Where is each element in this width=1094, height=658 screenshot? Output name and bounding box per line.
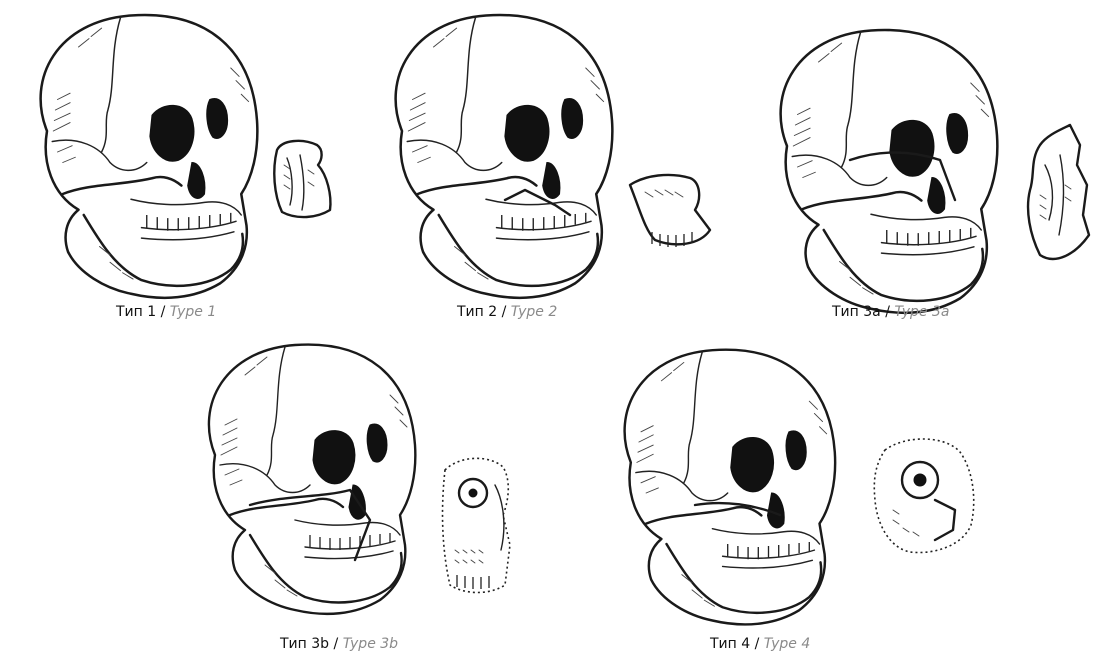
caption-separator: / — [156, 304, 170, 320]
caption-en: Type 1 — [170, 304, 216, 320]
caption-ru: Тип 3b — [280, 636, 329, 652]
skull-illustration-type-1 — [0, 0, 360, 300]
skull-illustration-type-3a — [740, 0, 1094, 300]
caption-ru: Тип 4 — [710, 636, 750, 652]
skull-illustration-type-3b — [170, 330, 580, 630]
skull-illustration-type-4 — [585, 330, 1005, 630]
panel-type-4: Тип 4 / Type 4 — [585, 330, 1005, 658]
caption-ru: Тип 3a — [832, 304, 881, 320]
caption-separator: / — [881, 304, 895, 320]
caption-en: Type 3b — [343, 636, 398, 652]
caption-type-2: Тип 2 / Type 2 — [457, 304, 557, 320]
caption-ru: Тип 1 — [116, 304, 156, 320]
caption-separator: / — [329, 636, 343, 652]
caption-type-4: Тип 4 / Type 4 — [710, 636, 810, 652]
caption-separator: / — [750, 636, 764, 652]
panel-type-3b: Тип 3b / Type 3b — [170, 330, 580, 658]
caption-separator: / — [497, 304, 511, 320]
caption-en: Type 3a — [894, 304, 949, 320]
caption-en: Type 4 — [764, 636, 810, 652]
caption-type-1: Тип 1 / Type 1 — [116, 304, 216, 320]
caption-type-3b: Тип 3b / Type 3b — [280, 636, 398, 652]
caption-en: Type 2 — [511, 304, 557, 320]
caption-ru: Тип 2 — [457, 304, 497, 320]
fracture-fragment-type-3b — [443, 458, 510, 592]
caption-type-3a: Тип 3a / Type 3a — [832, 304, 949, 320]
panel-type-2: Тип 2 / Type 2 — [355, 0, 735, 330]
panel-type-3a: Тип 3a / Type 3a — [740, 0, 1094, 330]
fracture-fragment-type-3a — [1028, 125, 1089, 259]
fracture-fragment-type-4 — [874, 439, 973, 553]
skull-illustration-type-2 — [355, 0, 735, 300]
panel-type-1: Тип 1 / Type 1 — [0, 0, 360, 330]
fracture-fragment-type-1 — [274, 141, 330, 217]
fracture-fragment-type-2 — [630, 175, 710, 247]
